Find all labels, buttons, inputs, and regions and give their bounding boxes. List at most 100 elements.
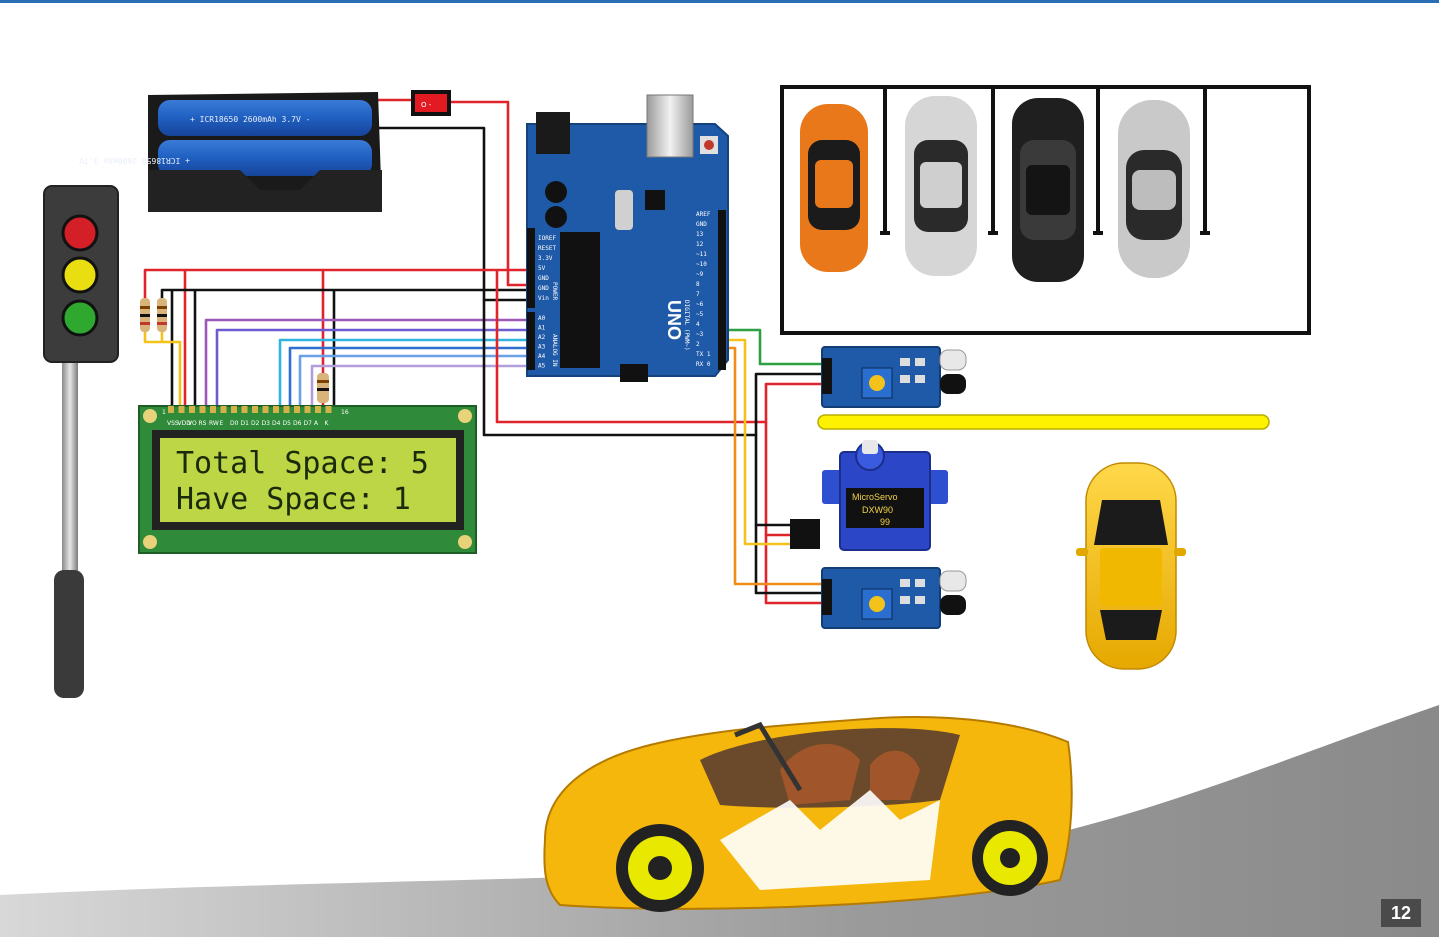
parked-car-silver-1: [905, 96, 977, 276]
traffic-light-base: [54, 570, 84, 698]
lcd-pin: [325, 406, 332, 413]
barrier-arm: [817, 414, 1270, 430]
power-pin-label: GND: [538, 285, 549, 292]
lcd-pin-label: D7: [304, 420, 313, 427]
parking-lot: [780, 85, 1311, 335]
digital-pin-label: TX 1: [696, 351, 711, 358]
atmega-chip: [560, 232, 600, 368]
battery-cell-1-label: + ICR18650 2600mAh 3.7V -: [190, 115, 310, 124]
parked-car-silver-2: [1118, 100, 1190, 278]
digital-pin-label: 8: [696, 281, 700, 288]
power-pin-label: Vin: [538, 295, 549, 302]
parked-car-black: [1012, 98, 1084, 282]
wire-sensor2-red: [764, 535, 822, 605]
traffic-light-pole: [62, 350, 78, 580]
wire-battery-arduino-black: [378, 126, 533, 302]
lcd-pin-label: E: [220, 420, 224, 427]
digital-pin-label: AREF: [696, 211, 711, 218]
digital-pin-label: ~9: [696, 271, 704, 278]
lcd-pin: [304, 406, 311, 413]
wire-5v-bus-red: [143, 268, 533, 300]
lcd-pin-label: RW: [209, 420, 219, 427]
green-light: [61, 299, 99, 337]
arduino-model-label: UNO: [664, 300, 684, 340]
lcd-pin-label: VO: [188, 420, 197, 427]
lcd-pin-label: VSS: [167, 420, 179, 427]
lcd-screen: [160, 438, 456, 522]
usb-chip: [645, 190, 665, 210]
digital-pin-label: GND: [696, 221, 707, 228]
bottom-swoosh: [0, 705, 1439, 937]
ir-emitter: [939, 349, 967, 371]
crystal: [615, 190, 633, 230]
lcd-pin-label: D1: [241, 420, 250, 427]
digital-pin-label: 2: [696, 341, 700, 348]
lcd-pin-label: K: [325, 420, 330, 427]
power-pin-label: IOREF: [538, 235, 556, 242]
ir-sensor-entry: [821, 346, 967, 408]
traffic-light: [43, 185, 119, 698]
analog-header: [527, 312, 535, 370]
servo-connector: [790, 519, 820, 549]
lcd-pin: [262, 406, 269, 413]
parked-car-orange: [800, 104, 868, 272]
lcd-pin-label: RS: [199, 420, 207, 427]
digital-pin-label: ~3: [696, 331, 704, 338]
digital-header-label: DIGITAL (PWM~): [683, 300, 690, 351]
lcd-pin: [189, 406, 195, 413]
analog-pin-label: A4: [538, 353, 546, 360]
lcd-pin: [273, 406, 279, 413]
digital-pin-label: 4: [696, 321, 700, 328]
lcd-pin-label: D5: [283, 420, 292, 427]
lcd-pin-first: 1: [162, 409, 166, 416]
servo-model: DXW90: [862, 505, 893, 515]
lcd-pin-label: D2: [251, 420, 260, 427]
capacitor-1: [545, 181, 567, 203]
capacitor-2: [545, 206, 567, 228]
usb-port: [646, 94, 694, 158]
wire-sensor1-signal-green: [725, 328, 822, 366]
power-header-label: POWER: [551, 282, 558, 300]
incoming-car-yellow: [1076, 462, 1186, 670]
power-pin-label: GND: [538, 275, 549, 282]
micro-servo: MicroServo DXW90 99: [790, 440, 948, 551]
digital-pin-label: 13: [696, 231, 704, 238]
battery-cell-1: [158, 100, 372, 136]
battery-cell-2: [158, 140, 372, 176]
wire-d7-lavender: [310, 364, 533, 412]
ir-receiver: [940, 374, 966, 394]
lcd-pin: [220, 406, 227, 413]
resistors: [140, 298, 329, 403]
wire-sensor2-black: [754, 525, 822, 595]
analog-pin-label: A2: [538, 334, 546, 341]
lcd-pin: [231, 406, 237, 413]
power-jack: [536, 112, 570, 154]
lcd-pin-label: D3: [262, 420, 271, 427]
lcd-line-2: Have Space: 1: [176, 482, 411, 517]
lcd-line-1: Total Space: 5: [176, 446, 429, 481]
switch-label: O -: [421, 101, 432, 109]
servo-brand: MicroServo: [852, 492, 898, 502]
wire-gnd-bus-black: [160, 288, 533, 300]
lcd-pin: [199, 406, 206, 413]
power-pin-label: 3.3V: [538, 255, 553, 262]
power-pin-label: 5V: [538, 265, 546, 272]
sports-car-illustration: [543, 716, 1073, 912]
digital-pin-label: ~6: [696, 301, 704, 308]
analog-pin-label: A0: [538, 315, 546, 322]
yellow-light: [61, 256, 99, 294]
wire-d4-cyan: [278, 338, 533, 412]
wire-d6-lightblue: [298, 354, 533, 412]
wires: [143, 98, 822, 605]
lcd-pin-label: A: [314, 420, 319, 427]
lcd-pin-label: VDD: [178, 420, 192, 427]
lcd-pin-last: 16: [341, 409, 349, 416]
analog-pin-label: A3: [538, 344, 546, 351]
wire-contrast-yellow: [143, 330, 182, 412]
wire-rs-purple: [204, 318, 533, 412]
